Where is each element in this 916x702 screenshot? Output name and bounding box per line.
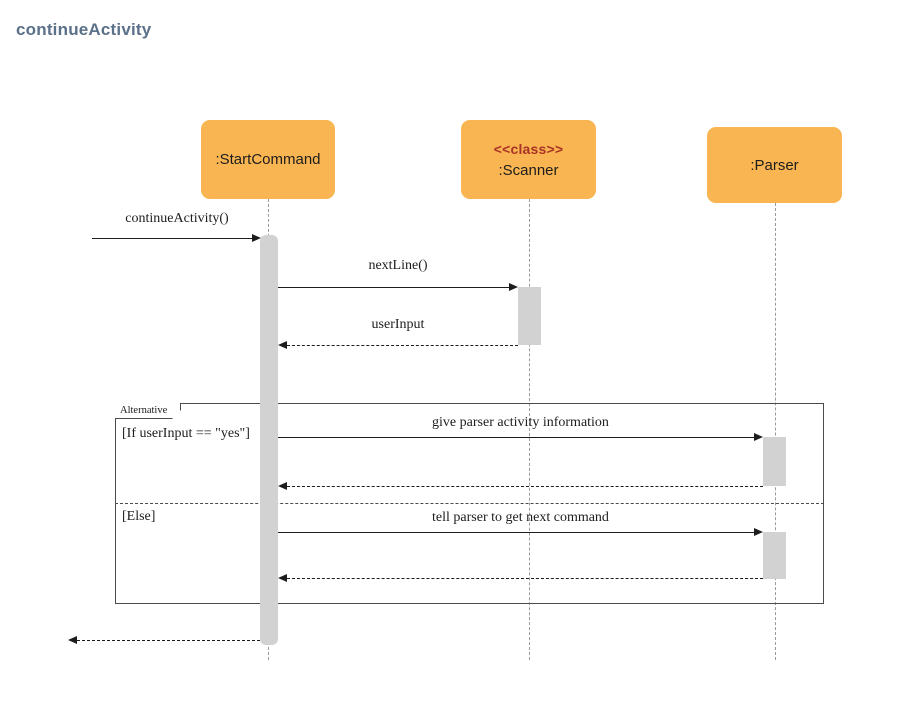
message-line-parser-return-2 [287, 578, 763, 579]
message-line-parser-return-1 [287, 486, 763, 487]
message-label-give-parser-activity-information: give parser activity information [432, 415, 609, 430]
message-arrowhead-final-return [68, 635, 77, 644]
page-title: continueActivity [16, 20, 152, 39]
message-line-user-input [287, 345, 518, 346]
message-arrowhead-parser-return-1 [278, 481, 287, 490]
fragment-operand-divider [115, 503, 824, 504]
lifeline-head-scanner[interactable]: <<class>> :Scanner [461, 120, 596, 199]
fragment-operator-label: Alternative [115, 403, 182, 419]
message-arrowhead-next-line [509, 282, 518, 291]
guard-condition-if: [If userInput == "yes"] [122, 426, 250, 441]
message-arrowhead-tell-parser-get-next-command [754, 527, 763, 536]
lifeline-head-startcommand[interactable]: :StartCommand [201, 120, 335, 199]
message-label-tell-parser-get-next-command: tell parser to get next command [432, 510, 609, 525]
message-arrowhead-parser-return-2 [278, 573, 287, 582]
message-label-continue-activity: continueActivity() [125, 211, 229, 226]
lifeline-label-startcommand: :StartCommand [215, 151, 321, 168]
activation-bar-scanner [518, 287, 541, 345]
activation-bar-startcommand [260, 235, 278, 645]
lifeline-line-parser [775, 203, 776, 660]
message-label-user-input: userInput [371, 317, 425, 332]
message-line-continue-activity [92, 238, 255, 239]
message-arrowhead-give-parser-activity-information [754, 432, 763, 441]
message-arrowhead-user-input [278, 340, 287, 349]
lifeline-label-scanner: :Scanner [498, 161, 559, 179]
message-arrowhead-continue-activity [252, 233, 261, 242]
activation-bar-parser-1 [763, 437, 786, 486]
message-line-final-return [77, 640, 260, 641]
message-line-give-parser-activity-information [278, 437, 756, 438]
lifeline-head-parser[interactable]: :Parser [707, 127, 842, 203]
activation-bar-parser-2 [763, 532, 786, 579]
guard-condition-else: [Else] [122, 509, 156, 524]
lifeline-line-scanner [529, 199, 530, 660]
message-label-next-line: nextLine() [368, 258, 428, 273]
lifeline-label-parser: :Parser [750, 156, 799, 174]
message-line-next-line [278, 287, 511, 288]
message-line-tell-parser-get-next-command [278, 532, 756, 533]
stereotype-label-scanner: <<class>> [493, 140, 564, 157]
